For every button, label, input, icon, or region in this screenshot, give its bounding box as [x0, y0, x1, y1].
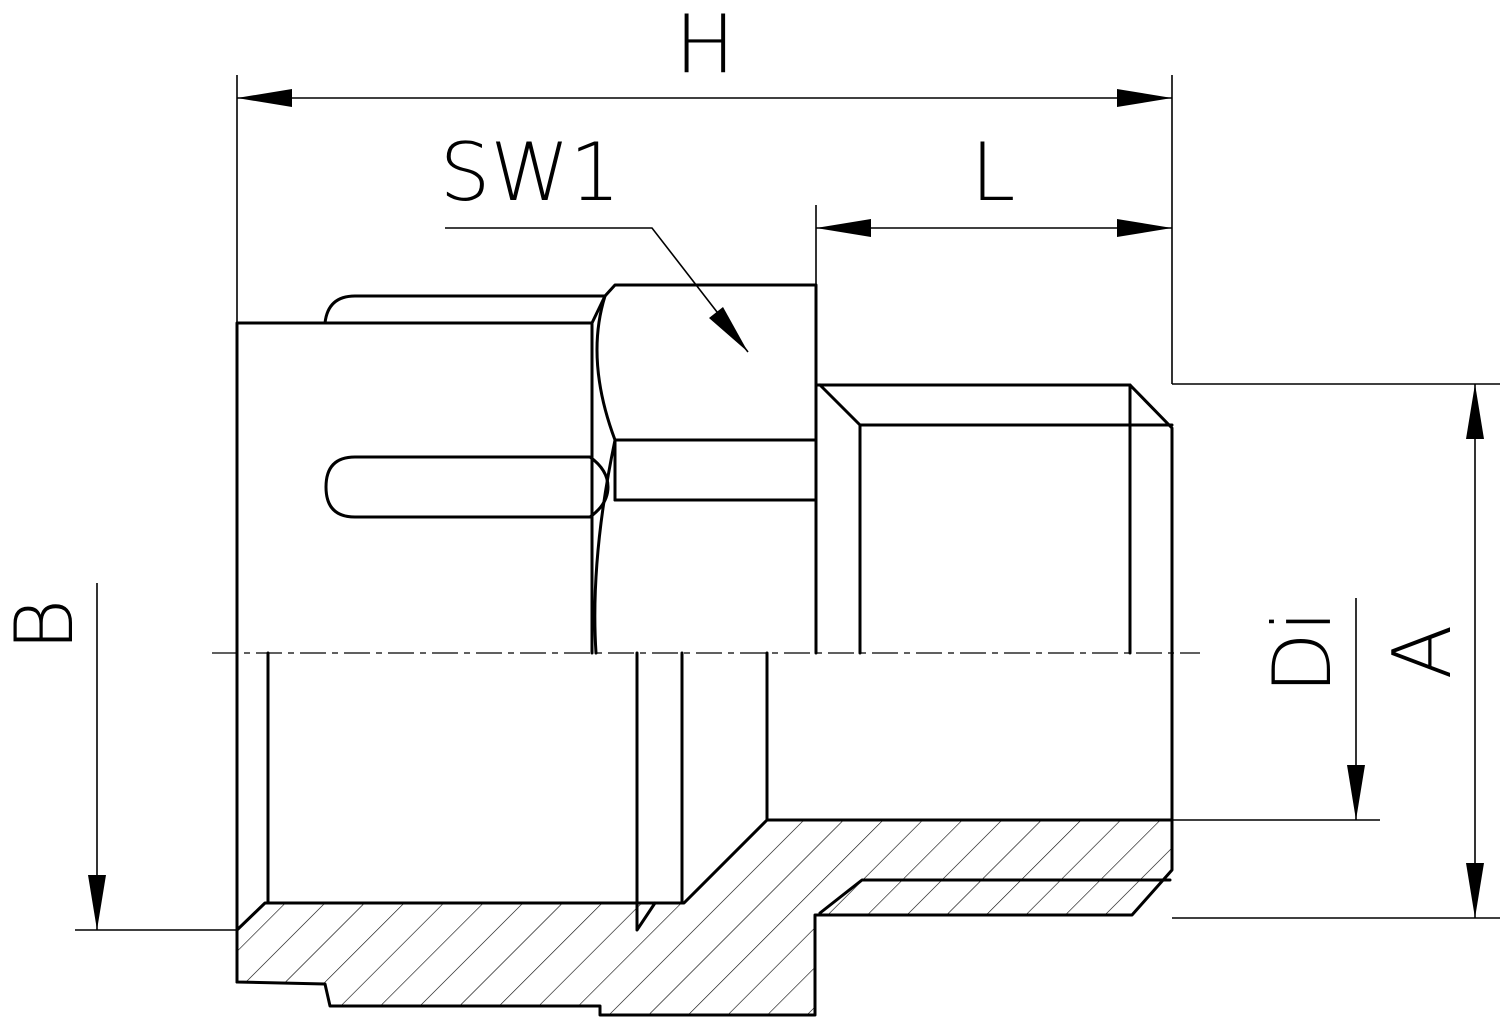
- dimension-label-a: A: [1376, 625, 1469, 680]
- dimension-a: A: [1172, 383, 1500, 919]
- dimension-label-l: L: [971, 126, 1016, 219]
- dimension-h: H: [236, 0, 1173, 384]
- body-outline: [235, 283, 1174, 984]
- dimension-di: Di: [1172, 598, 1380, 821]
- dimension-l: L: [815, 126, 1172, 285]
- dimension-label-di: Di: [1256, 610, 1349, 694]
- dimension-label-b: B: [0, 599, 91, 651]
- dimension-label-h: H: [675, 0, 735, 91]
- section-hatch: [235, 818, 1174, 1017]
- dimension-label-sw1: SW1: [440, 126, 621, 219]
- leader-sw1: SW1: [440, 126, 749, 353]
- dimension-b: B: [0, 583, 237, 931]
